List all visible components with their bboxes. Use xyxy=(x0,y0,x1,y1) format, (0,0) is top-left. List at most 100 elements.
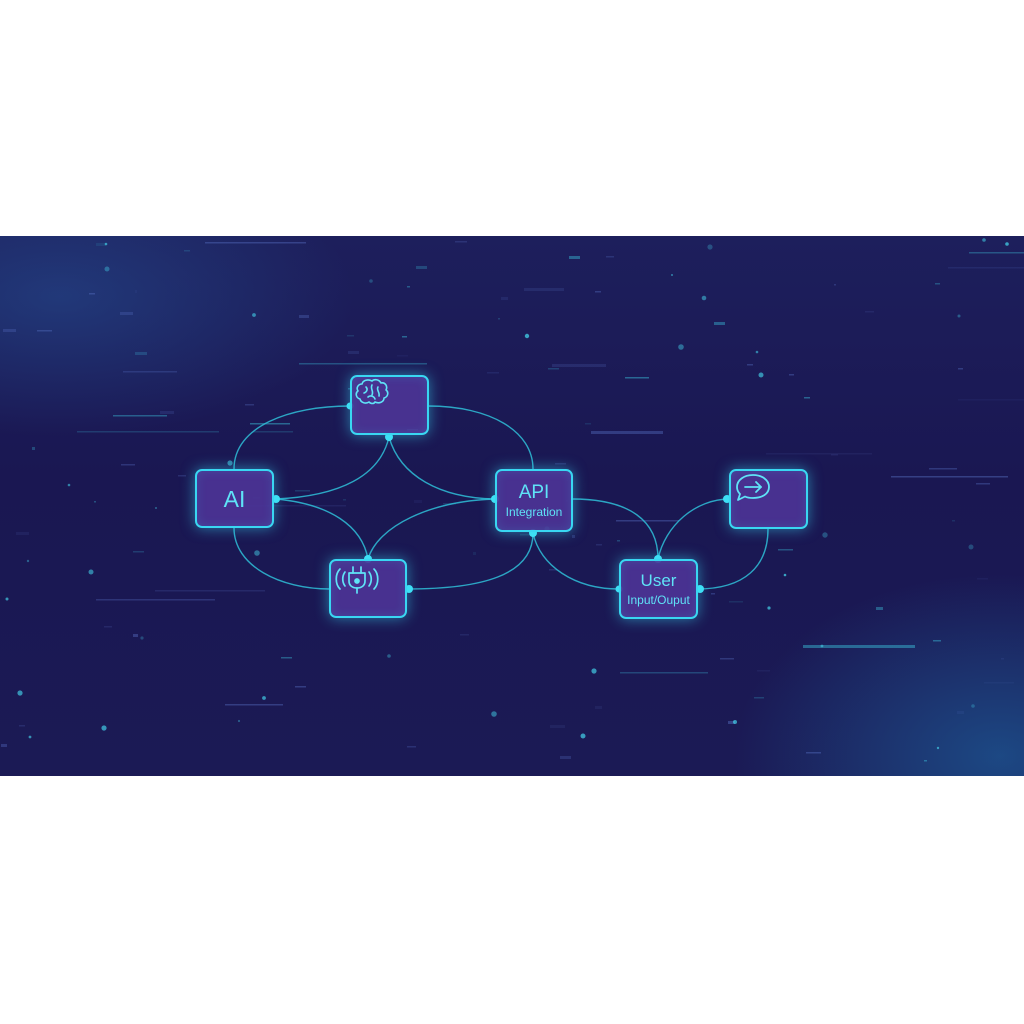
background-dash xyxy=(77,431,219,433)
edge-api-user xyxy=(571,498,659,560)
background-dash xyxy=(729,601,743,603)
background-dash xyxy=(135,290,137,293)
background-dash xyxy=(804,397,810,399)
background-dash xyxy=(178,475,186,477)
background-dash xyxy=(3,329,16,332)
background-dash xyxy=(250,423,290,425)
background-dash xyxy=(160,411,174,414)
background-dash xyxy=(407,286,410,288)
background-dot xyxy=(936,746,940,750)
background-dash xyxy=(548,368,559,370)
background-dash xyxy=(295,686,306,688)
background-dot xyxy=(580,733,586,739)
background-dash xyxy=(789,374,794,376)
connection-lines xyxy=(233,402,769,593)
background-dot xyxy=(678,344,684,350)
background-dot xyxy=(524,333,530,339)
ai-node[interactable]: AI xyxy=(195,469,274,528)
background-dot xyxy=(957,314,961,318)
background-dot xyxy=(701,295,707,301)
background-dash xyxy=(976,483,990,485)
background-dash xyxy=(754,697,764,699)
user-io-node[interactable]: User Input/Ouput xyxy=(619,559,698,619)
background-dash xyxy=(720,658,734,660)
background-dash xyxy=(625,377,649,379)
background-dash xyxy=(831,454,838,456)
background-dash xyxy=(123,371,177,373)
background-dash xyxy=(19,725,25,727)
background-dot xyxy=(252,313,256,317)
background-dot xyxy=(387,654,391,658)
background-dot xyxy=(67,483,71,487)
background-dash xyxy=(37,330,52,332)
background-dot xyxy=(822,532,828,538)
background-dot xyxy=(707,244,713,250)
background-dot xyxy=(88,569,94,575)
background-dash xyxy=(958,399,1024,401)
background-dash xyxy=(89,293,95,295)
background-dash xyxy=(595,706,602,709)
chat-node[interactable] xyxy=(729,469,808,529)
brain-node[interactable] xyxy=(350,375,429,435)
background-dash xyxy=(94,501,96,503)
background-dash xyxy=(281,657,292,659)
background-dash xyxy=(714,322,725,325)
edge-ai-plug xyxy=(233,527,331,590)
port-dot xyxy=(385,433,393,441)
background-dash xyxy=(402,336,407,338)
background-dash xyxy=(397,355,408,357)
background-dash xyxy=(253,431,293,433)
background-dash xyxy=(957,711,964,714)
background-dash xyxy=(572,535,575,538)
background-dot xyxy=(104,242,108,246)
background-dot xyxy=(491,711,497,717)
background-dash xyxy=(416,266,427,269)
background-dash xyxy=(407,746,416,748)
background-dash xyxy=(501,297,508,300)
background-dash xyxy=(596,544,602,546)
background-dash xyxy=(245,404,254,406)
background-dash xyxy=(935,283,940,285)
background-dot xyxy=(982,238,986,242)
api-integration-node[interactable]: API Integration xyxy=(495,469,573,532)
background-dash xyxy=(414,500,422,503)
background-dash xyxy=(32,447,35,450)
edge-ai-brain xyxy=(233,405,351,470)
background-dot xyxy=(28,735,32,739)
background-dash xyxy=(1,744,7,747)
background-dash xyxy=(524,288,564,291)
background-dot xyxy=(101,725,107,731)
background-dash xyxy=(133,551,144,553)
background-dash xyxy=(865,311,874,313)
background-dot xyxy=(140,636,144,640)
background-dot xyxy=(820,644,824,648)
background-dash xyxy=(549,569,557,571)
background-dash xyxy=(120,312,133,315)
background-dash xyxy=(299,363,427,365)
background-dash xyxy=(924,760,927,762)
background-dash xyxy=(933,640,941,642)
user-node-title: User xyxy=(640,571,677,590)
background-dash xyxy=(757,670,770,672)
port-dot xyxy=(405,585,413,593)
background-dot xyxy=(227,460,233,466)
edge-brain-api xyxy=(427,405,534,470)
background-dash xyxy=(455,241,467,243)
user-node-subtitle: Input/Ouput xyxy=(627,593,690,607)
background-dash xyxy=(834,284,836,286)
background-dot xyxy=(17,690,23,696)
background-dash xyxy=(616,520,679,522)
port-dot xyxy=(272,495,280,503)
plug-node[interactable] xyxy=(329,559,407,618)
background-dash xyxy=(96,599,215,601)
edge-plug-api-bottom xyxy=(406,532,534,590)
edge-brain-api-inner xyxy=(388,436,496,500)
background-dash xyxy=(555,463,566,465)
background-dot xyxy=(591,668,597,674)
background-dash xyxy=(891,476,1008,478)
background-dash xyxy=(16,532,29,535)
background-dash xyxy=(473,552,476,555)
background-dash xyxy=(205,242,306,244)
background-dash xyxy=(591,431,663,434)
ai-node-label: AI xyxy=(223,485,246,512)
